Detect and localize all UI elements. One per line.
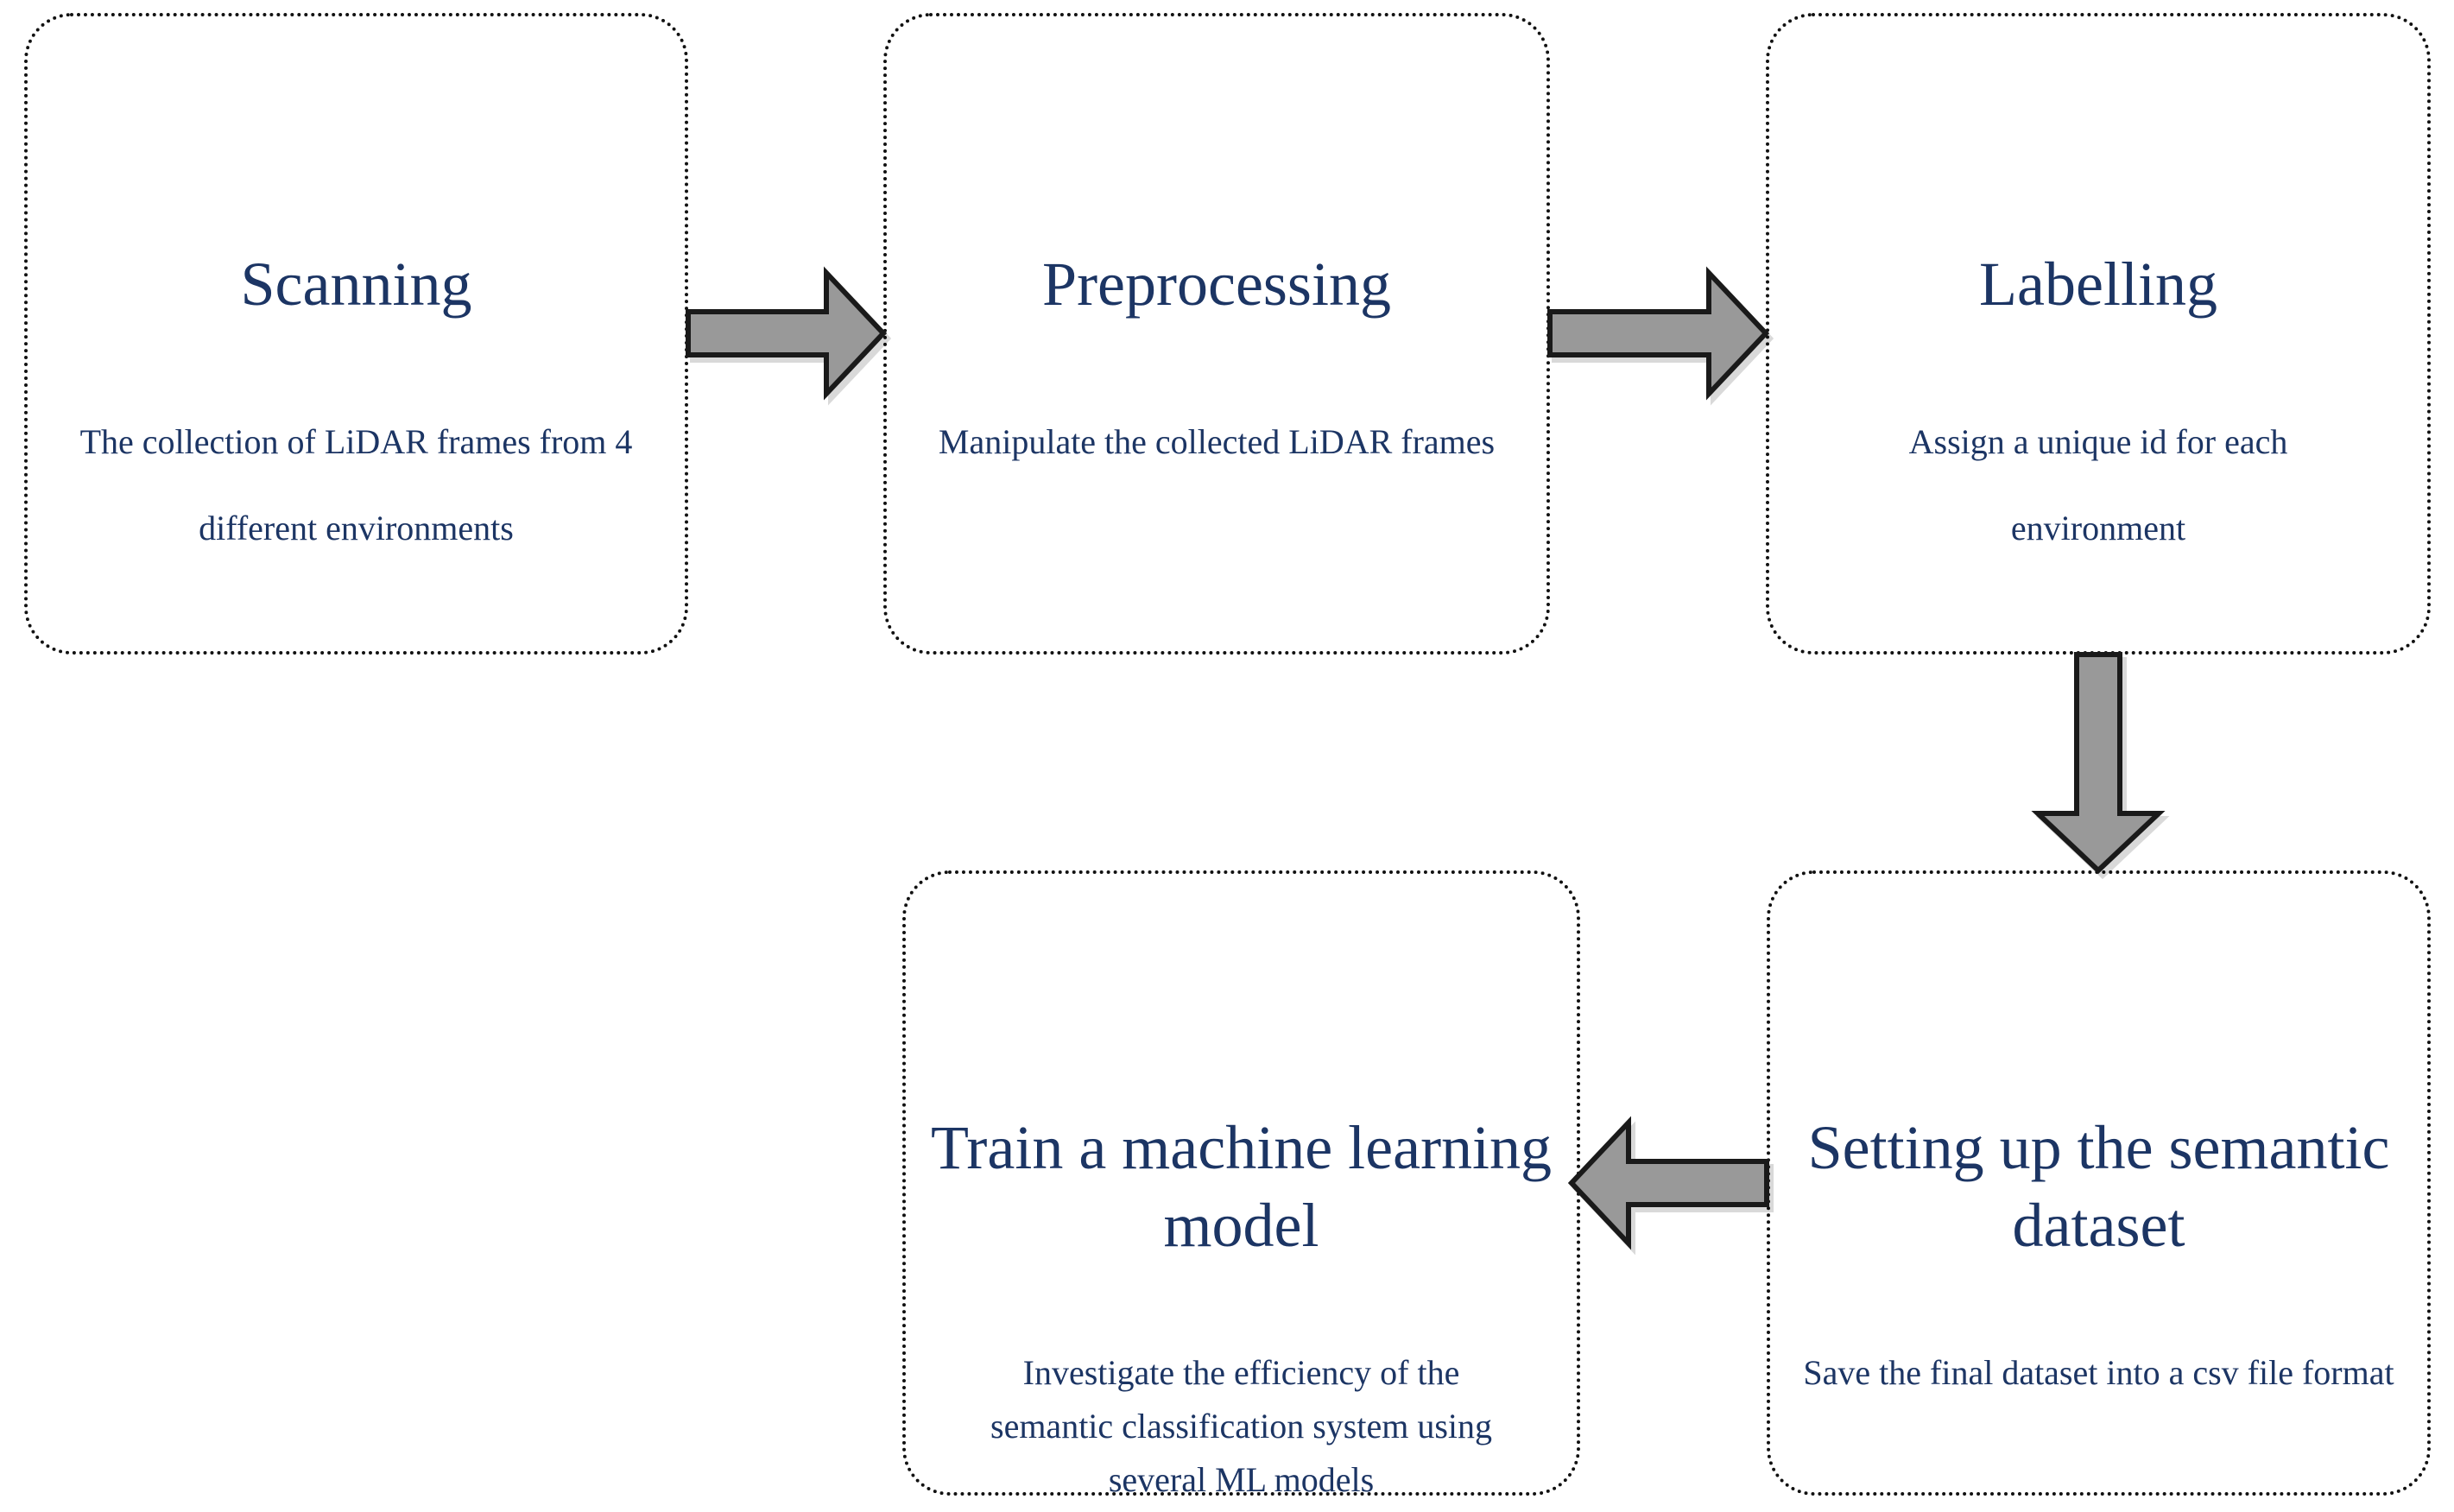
arrow-down-labelling-to-semantic-dataset-icon <box>2031 652 2166 875</box>
box-title: Setting up the semantic dataset <box>1807 1113 2390 1260</box>
box-title: Preprocessing <box>1042 250 1391 319</box>
box-description: Save the final dataset into a csv file f… <box>1803 1353 2394 1392</box>
arrow-right-scanning-to-preprocessing-icon <box>686 266 888 401</box>
flow-box-semantic-dataset: Setting up the semantic dataset Save the… <box>1767 870 2431 1496</box>
box-title: Train a machine learning model <box>930 1113 1553 1260</box>
box-description: The collection of LiDAR frames from 4 di… <box>79 422 633 547</box>
flow-box-scanning: Scanning The collection of LiDAR frames … <box>24 13 688 655</box>
box-description: Investigate the efficiency of the semant… <box>990 1353 1492 1499</box>
flow-box-preprocessing: Preprocessing Manipulate the collected L… <box>883 13 1550 655</box>
flow-box-labelling: Labelling Assign a unique id for each en… <box>1766 13 2431 655</box>
flow-box-train-model: Train a machine learning model Investiga… <box>902 870 1580 1499</box>
arrow-right-preprocessing-to-labelling-icon <box>1547 266 1770 401</box>
box-description: Manipulate the collected LiDAR frames <box>938 422 1496 461</box>
box-title: Scanning <box>240 250 472 319</box>
box-title: Labelling <box>1979 250 2217 319</box>
arrow-left-semantic-dataset-to-train-model-icon <box>1567 1116 1769 1250</box>
box-description: Assign a unique id for each environment <box>1908 422 2288 547</box>
